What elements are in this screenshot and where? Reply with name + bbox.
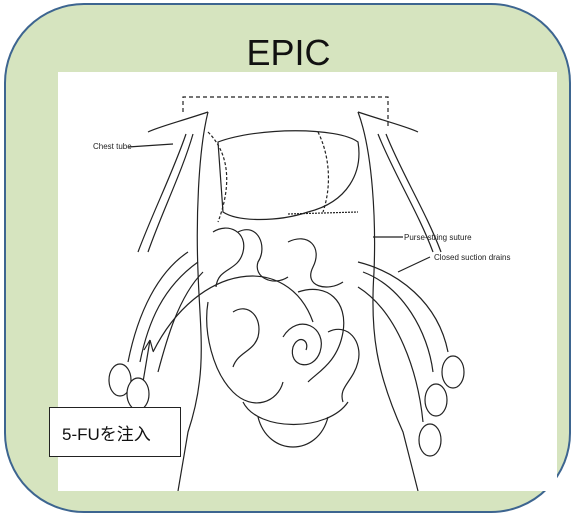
label-closed-drains: Closed suction drains [434, 253, 510, 262]
leader-chest [128, 144, 173, 147]
chest-tube-left [138, 134, 186, 252]
leader-drains [398, 257, 430, 272]
dressing-dashed [183, 97, 388, 127]
intestine-loop-6 [233, 309, 259, 367]
intestine-loop-3 [288, 239, 343, 287]
drain-bulb-right-2 [425, 384, 447, 416]
intestine-loop-1 [213, 228, 244, 287]
intestine-loop-2 [238, 230, 288, 281]
shoulder-left [148, 112, 208, 132]
slide-title: EPIC [0, 32, 577, 74]
chest-tube-left-2 [148, 134, 193, 252]
label-chest-tube: Chest tube [93, 142, 132, 151]
drain-left-3 [158, 272, 203, 372]
intestine-loop-5 [298, 289, 344, 382]
stomach [208, 132, 227, 222]
spiral-coil [283, 324, 321, 365]
torso-outline-right [358, 112, 418, 491]
label-purse-string: Purse-string suture [404, 233, 472, 242]
drain-bulb-left-2 [127, 378, 149, 410]
drain-bulb-right-1 [442, 356, 464, 388]
stitch-line [288, 212, 358, 214]
intestine-loop-7 [328, 329, 359, 402]
spleen [318, 132, 328, 212]
liver [218, 131, 359, 220]
callout-box: 5-FUを注入 [49, 407, 181, 457]
drain-bulb-right-3 [419, 424, 441, 456]
